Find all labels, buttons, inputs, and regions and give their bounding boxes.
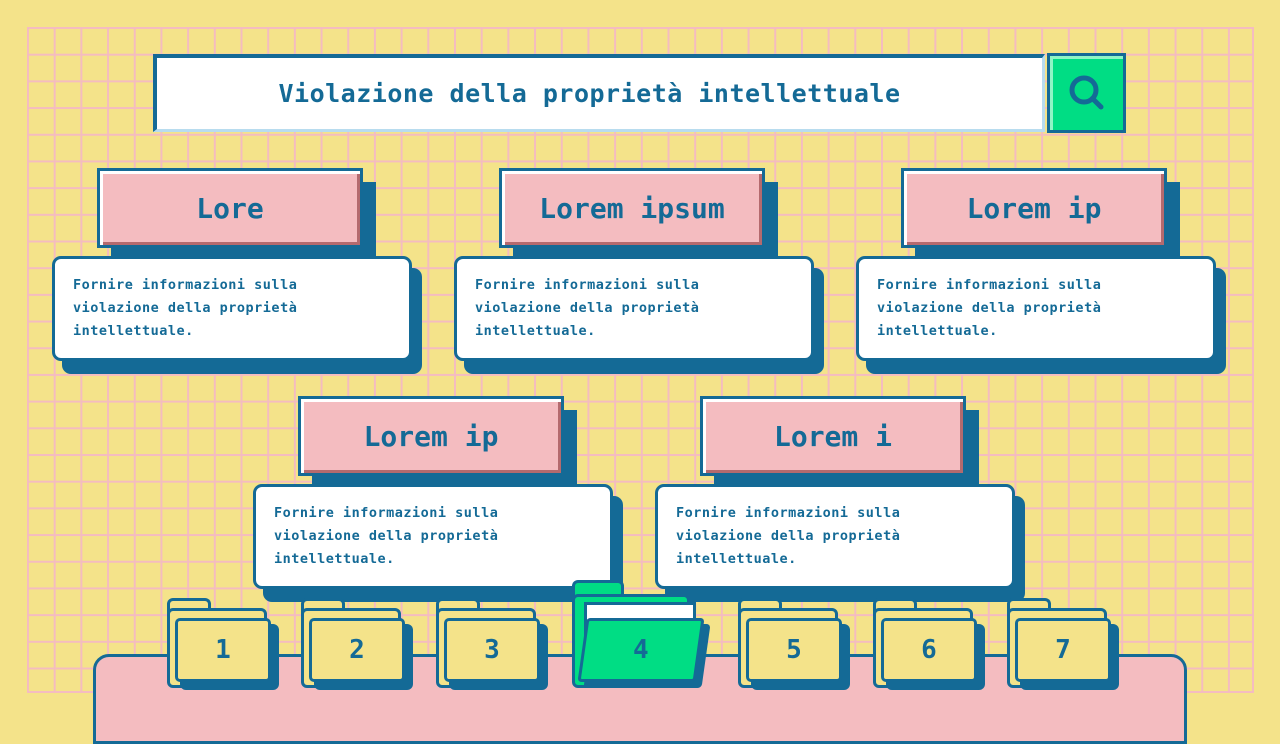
folder-label-5: 5 [746, 618, 842, 682]
folder-tab-2[interactable]: 2 [301, 598, 413, 690]
card-description-5: Fornire informazioni sulla violazione de… [676, 505, 901, 567]
card-body-1: Fornire informazioni sulla violazione de… [52, 256, 412, 361]
open-folder-icon [572, 580, 624, 598]
card-title-4: Lorem ip [298, 396, 564, 476]
search-icon [1069, 75, 1103, 110]
folder-label-4: 4 [633, 635, 649, 665]
folder-tab-3[interactable]: 3 [436, 598, 548, 690]
folder-tab-6[interactable]: 6 [873, 598, 985, 690]
folder-front-open: 4 [577, 618, 705, 682]
folder-tab-7[interactable]: 7 [1007, 598, 1119, 690]
card-title-1: Lore [97, 168, 363, 248]
folder-label-2: 2 [309, 618, 405, 682]
folder-label-6: 6 [881, 618, 977, 682]
card-body-5: Fornire informazioni sulla violazione de… [655, 484, 1015, 589]
folder-tab-4-active[interactable]: 4 [572, 580, 712, 692]
folder-tab-1[interactable]: 1 [167, 598, 279, 690]
search-input[interactable]: Violazione della proprietà intellettuale [153, 54, 1045, 132]
card-description-1: Fornire informazioni sulla violazione de… [73, 277, 298, 339]
card-title-5: Lorem i [700, 396, 966, 476]
search-query-text: Violazione della proprietà intellettuale [278, 79, 901, 108]
card-title-2: Lorem ipsum [499, 168, 765, 248]
card-body-2: Fornire informazioni sulla violazione de… [454, 256, 814, 361]
folder-label-3: 3 [444, 618, 540, 682]
card-description-3: Fornire informazioni sulla violazione de… [877, 277, 1102, 339]
card-body-3: Fornire informazioni sulla violazione de… [856, 256, 1216, 361]
card-title-3: Lorem ip [901, 168, 1167, 248]
folder-label-7: 7 [1015, 618, 1111, 682]
card-description-4: Fornire informazioni sulla violazione de… [274, 505, 499, 567]
card-description-2: Fornire informazioni sulla violazione de… [475, 277, 700, 339]
folder-tab-5[interactable]: 5 [738, 598, 850, 690]
card-body-4: Fornire informazioni sulla violazione de… [253, 484, 613, 589]
folder-label-1: 1 [175, 618, 271, 682]
search-button[interactable] [1047, 53, 1126, 133]
